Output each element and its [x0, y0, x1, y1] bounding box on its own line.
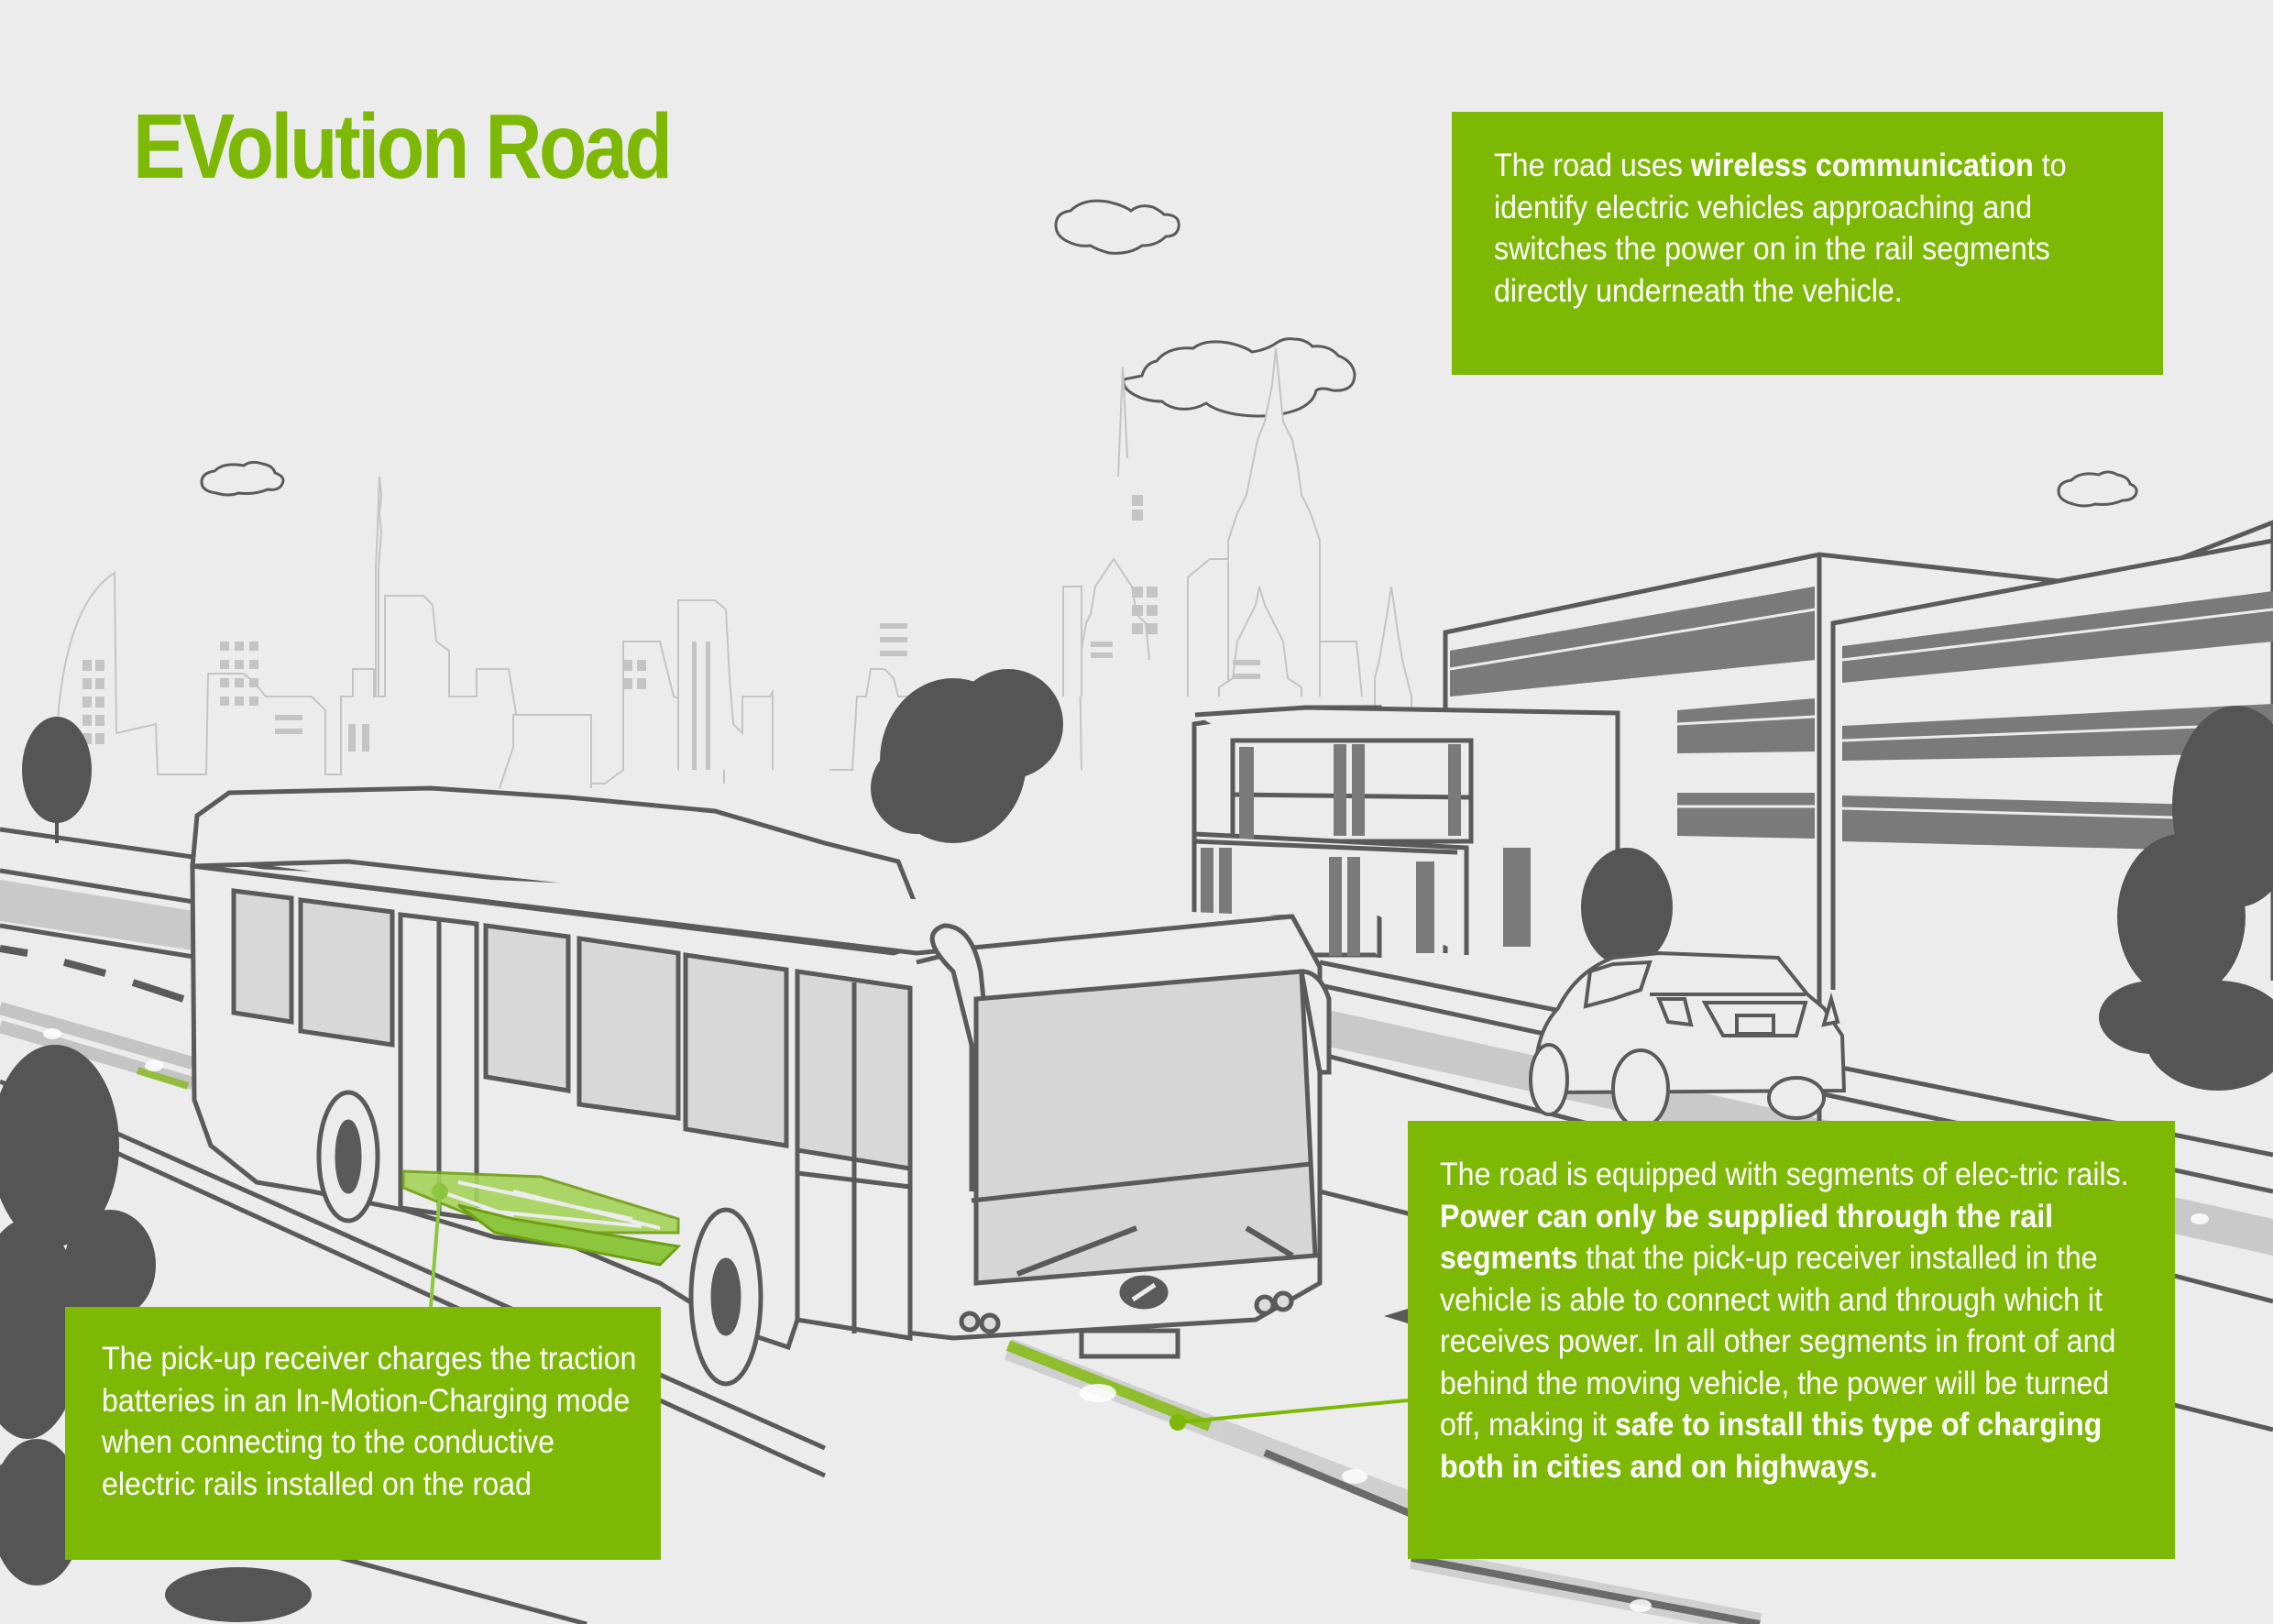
page-title: EVolution Road — [133, 95, 673, 198]
pick-up-receiver — [401, 1169, 682, 1267]
cloud-icon — [1054, 199, 1180, 255]
callout-text: The road uses wireless communication to … — [1494, 148, 2067, 309]
cloud-icon — [2057, 470, 2138, 508]
electric-bus — [190, 785, 1332, 1387]
cloud-icon — [200, 460, 285, 497]
callout-text: The road is equipped with segments of el… — [1440, 1157, 2129, 1485]
tree — [0, 669, 2273, 1622]
cloud-icon — [1122, 337, 1356, 418]
callout-connector-pickup — [429, 1183, 448, 1308]
callout-connector-rails — [1169, 1399, 1409, 1431]
house-windows — [1201, 744, 1531, 956]
callout-pickup-receiver: The pick-up receiver charges the tractio… — [65, 1307, 661, 1560]
callout-text: The pick-up receiver charges the tractio… — [102, 1341, 637, 1502]
arrow-marker — [1384, 1309, 1408, 1323]
window-mullions — [1449, 608, 2273, 822]
callout-electric-rails: The road is equipped with segments of el… — [1408, 1121, 2175, 1559]
city-skyline — [54, 347, 1412, 807]
callout-wireless-communication: The road uses wireless communication to … — [1452, 112, 2163, 375]
rail-light — [43, 1028, 2209, 1612]
office-windows — [1450, 587, 2273, 852]
car — [1529, 950, 1847, 1129]
